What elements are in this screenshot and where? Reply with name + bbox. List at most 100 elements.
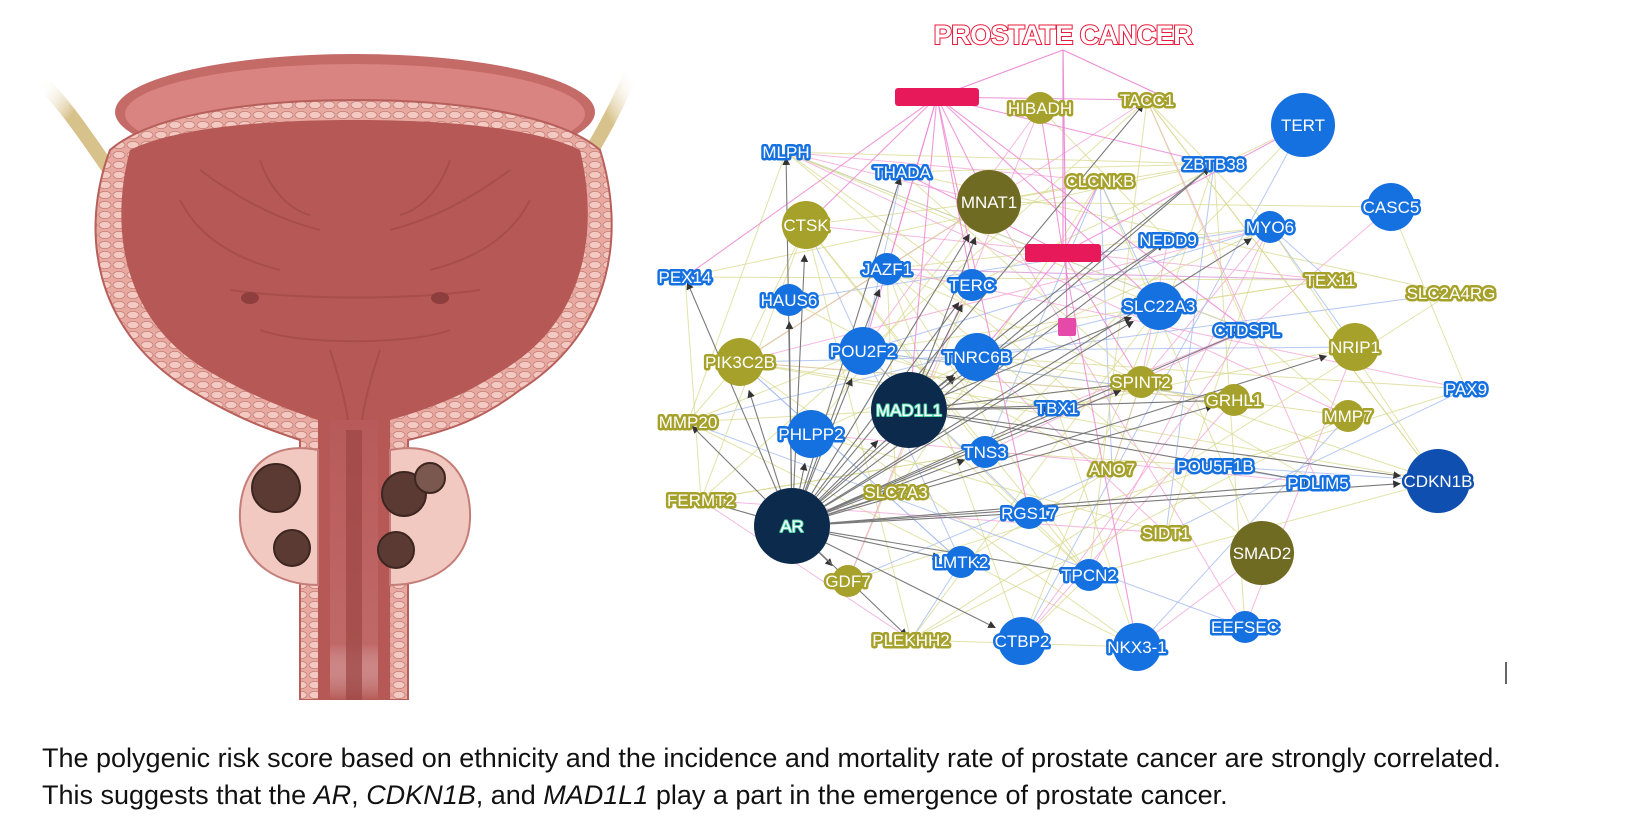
gene-node-nedd9[interactable]: NEDD9	[1137, 229, 1200, 253]
node-circle	[956, 269, 988, 301]
disease-edge	[1062, 180, 1101, 254]
mesh-edge	[862, 350, 1235, 401]
node-label: MMP7	[1323, 407, 1372, 426]
gene-node-ar[interactable]: AR	[754, 488, 830, 564]
node-label: CDKN1B	[1404, 472, 1473, 491]
gene-node-pdlim5[interactable]: PDLIM5	[1285, 472, 1351, 496]
mesh-edge	[1056, 407, 1138, 648]
gene-node-mlph[interactable]: MLPH	[760, 141, 812, 165]
gene-node-sidt1[interactable]: SIDT1	[1139, 522, 1192, 546]
gene-node-spint2[interactable]: SPINT2	[1109, 366, 1173, 398]
gene-node-fermt2[interactable]: FERMT2	[665, 489, 738, 513]
node-label: NEDD9	[1139, 231, 1197, 250]
gene-node-pou5f1b[interactable]: POU5F1B	[1174, 455, 1256, 479]
gene-node-phlpp2[interactable]: PHLPP2	[776, 410, 846, 458]
regulatory-edge	[946, 416, 1313, 485]
gene-node-tacc1[interactable]: TACC1	[1117, 89, 1176, 113]
node-circle	[1367, 183, 1415, 231]
regulatory-edge	[691, 425, 766, 500]
gene-node-jazf1[interactable]: JAZF1	[859, 253, 915, 285]
regulatory-edge	[946, 397, 1213, 410]
node-label: SLC2A4RG	[1407, 284, 1496, 303]
gene-node-ano7[interactable]: ANO7	[1086, 458, 1137, 482]
mesh-edge	[739, 361, 962, 563]
node-label: CTSK	[783, 216, 829, 235]
gene-node-ctdspl[interactable]: CTDSPL	[1211, 319, 1283, 343]
bladder-prostate-illustration	[35, 54, 639, 700]
gene-node-plekhh2[interactable]: PLEKHH2	[870, 629, 952, 653]
gene-node-myo6[interactable]: MYO6	[1243, 211, 1297, 243]
gene-node-clcnkb[interactable]: CLCNKB	[1063, 170, 1137, 194]
gene-node-tpcn2[interactable]: TPCN2	[1059, 559, 1119, 591]
regulatory-edge	[925, 303, 963, 377]
gene-node-thada[interactable]: THADA	[871, 161, 934, 185]
gene-node-ctsk[interactable]: CTSK	[781, 201, 832, 249]
mesh-edge	[1140, 381, 1319, 484]
mesh-edge	[687, 151, 787, 423]
node-circle	[1230, 521, 1294, 585]
node-label: PHLPP2	[778, 425, 843, 444]
gene-node-pax9[interactable]: PAX9	[1442, 378, 1489, 402]
gene-node-zbtb38[interactable]: ZBTB38	[1180, 153, 1247, 177]
node-label: HIBADH	[1008, 99, 1072, 118]
gene-node-hibadh[interactable]: HIBADH	[1005, 92, 1075, 124]
gene-node-gdf7[interactable]: GDF7	[823, 565, 873, 597]
gene-node-haus6[interactable]: HAUS6	[758, 284, 820, 316]
tumor-cluster	[251, 462, 446, 569]
gene-node-cdkn1b[interactable]: CDKN1B	[1401, 449, 1475, 513]
node-label: POU2F2	[830, 342, 896, 361]
regulatory-edge	[829, 510, 1008, 525]
gene-node-tex11[interactable]: TEX11	[1302, 269, 1358, 293]
mesh-edge	[1246, 206, 1392, 331]
node-label: SLC22A3	[1123, 297, 1196, 316]
node-label: TERC	[949, 276, 995, 295]
regulatory-edge	[946, 381, 1120, 406]
node-circle	[1331, 323, 1379, 371]
node-circle	[1013, 497, 1045, 529]
gene-node-mmp20[interactable]: MMP20	[656, 411, 720, 435]
mesh-edge	[739, 224, 807, 363]
regulatory-edge	[827, 492, 892, 515]
regulatory-edge	[706, 499, 756, 517]
node-circle	[787, 410, 835, 458]
gene-node-mmp7[interactable]: MMP7	[1321, 400, 1375, 432]
gene-node-smad2[interactable]: SMAD2	[1230, 521, 1294, 585]
gene-node-tbx1[interactable]: TBX1	[1033, 397, 1081, 421]
mesh-edge	[1088, 99, 1148, 576]
mesh-edge	[1099, 180, 1263, 554]
node-label: FERMT2	[667, 491, 735, 510]
gene-node-rgs17[interactable]: RGS17	[999, 497, 1059, 529]
node-circle	[945, 546, 977, 578]
gene-node-lmtk2[interactable]: LMTK2	[931, 546, 991, 578]
gene-node-pik3c2b[interactable]: PIK3C2B	[703, 338, 777, 386]
mesh-edge	[739, 201, 990, 363]
gene-node-mnat1[interactable]: MNAT1	[957, 170, 1021, 234]
gene-node-eefsec[interactable]: EEFSEC	[1208, 611, 1282, 643]
gene-node-nrip1[interactable]: NRIP1	[1327, 323, 1383, 371]
mesh-edge	[988, 201, 1392, 208]
node-circle	[1218, 384, 1250, 416]
mesh-edge	[910, 415, 1349, 641]
gene-node-ctbp2[interactable]: CTBP2	[992, 617, 1052, 665]
node-label: MYO6	[1246, 218, 1294, 237]
node-label: SPINT2	[1111, 373, 1171, 392]
mesh-edge	[976, 292, 1452, 358]
gene-node-casc5[interactable]: CASC5	[1360, 183, 1422, 231]
regulatory-edge	[943, 316, 1133, 396]
gene-node-tnrc6b[interactable]: TNRC6B	[940, 333, 1014, 381]
gene-node-pou2f2[interactable]: POU2F2	[827, 327, 899, 375]
mesh-edge	[976, 356, 1142, 383]
gene-node-terc[interactable]: TERC	[946, 269, 998, 301]
gene-node-mad1l1[interactable]: MAD1L1	[871, 372, 947, 448]
node-label: MNAT1	[961, 193, 1017, 212]
gene-node-slc7a3[interactable]: SLC7A3	[862, 481, 930, 505]
gene-node-pex14[interactable]: PEX14	[656, 266, 714, 290]
gene-node-tert[interactable]: TERT	[1271, 93, 1335, 157]
gene-node-slc2a4rg[interactable]: SLC2A4RG	[1404, 282, 1498, 306]
gene-node-tns3[interactable]: TNS3	[961, 436, 1009, 468]
gene-node-grhl1[interactable]: GRHL1	[1203, 384, 1265, 416]
regulatory-edge	[815, 104, 1144, 498]
regulatory-edge	[819, 551, 908, 637]
gene-node-slc22a3[interactable]: SLC22A3	[1120, 282, 1198, 330]
gene-node-nkx3-1[interactable]: NKX3-1	[1105, 623, 1169, 671]
